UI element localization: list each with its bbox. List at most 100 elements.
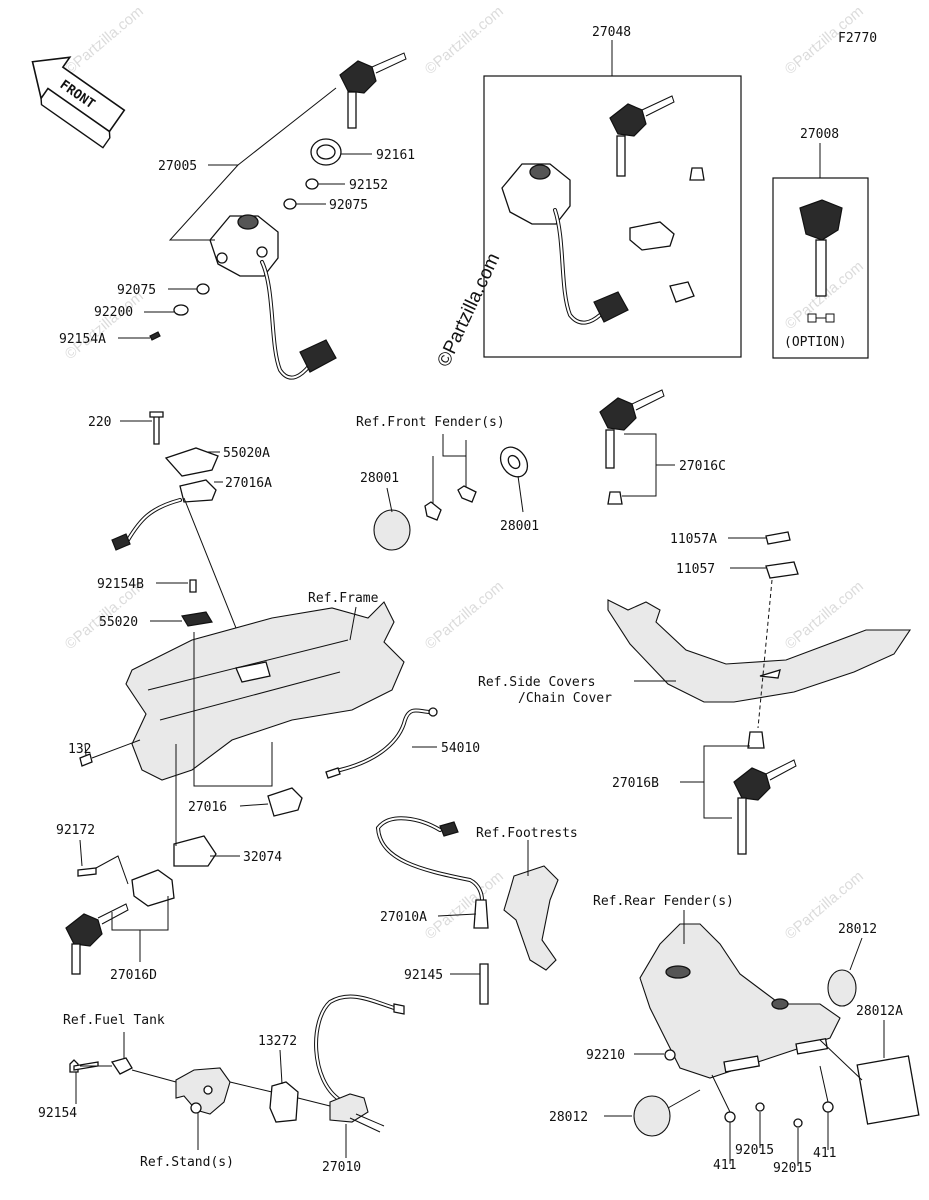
part-number-27016A: 27016A: [225, 476, 272, 491]
part-number-92200: 92200: [94, 305, 133, 320]
part-number-92172: 92172: [56, 823, 95, 838]
grommet-28012: [827, 969, 857, 1007]
leader-line: [193, 632, 273, 787]
watermark: ©Partzilla.com: [62, 3, 147, 78]
cable-54010: [325, 707, 438, 779]
part-number-27010: 27010: [322, 1160, 361, 1175]
key-icon: [807, 313, 835, 323]
watermark: ©Partzilla.com: [422, 3, 507, 78]
leader-line: [79, 839, 83, 867]
nut-92210: [664, 1049, 676, 1061]
part-number-92161: 92161: [376, 148, 415, 163]
part-number-28012: 28012: [549, 1110, 588, 1125]
part-number-27016: 27016: [188, 800, 227, 815]
part-number-32074: 32074: [243, 850, 282, 865]
leader-line: [849, 937, 863, 971]
leader-line: [757, 579, 773, 729]
part-number-28012A: 28012A: [856, 1004, 903, 1019]
bracket-11057A: [765, 531, 791, 545]
part-number-11057: 11057: [676, 562, 715, 577]
part-number-27016B: 27016B: [612, 776, 659, 791]
side-cover: [607, 599, 912, 703]
part-number-27048: 27048: [592, 25, 631, 40]
leader-line: [168, 164, 239, 241]
ignition-switch-assembly: [149, 52, 407, 380]
part-number-92075: 92075: [329, 198, 368, 213]
part-number-28001: 28001: [360, 471, 399, 486]
part-number-27005: 27005: [158, 159, 197, 174]
leader-line: [279, 1049, 283, 1085]
ref-side-covers: Ref.Side Covers: [478, 675, 595, 690]
part-number-92154B: 92154B: [97, 577, 144, 592]
leader-line: [442, 434, 467, 457]
side-stand-switch: [69, 994, 405, 1133]
ref-footrests: Ref.Footrests: [476, 826, 578, 841]
part-number-11057A: 11057A: [670, 532, 717, 547]
part-number-28012: 28012: [838, 922, 877, 937]
lock-set-27048: 27048 ©Partzilla.com: [433, 25, 742, 370]
ref-chain-cover: /Chain Cover: [518, 691, 612, 706]
leader-line: [667, 1089, 701, 1109]
part-number-13272: 13272: [258, 1034, 297, 1049]
bolt-132: [79, 753, 93, 767]
part-number-92015: 92015: [735, 1143, 774, 1158]
leader-line: [229, 1081, 273, 1093]
leader-line: [349, 606, 357, 641]
leader-line: [711, 1074, 731, 1113]
frame: [125, 601, 405, 781]
ref-rear-fender: Ref.Rear Fender(s): [593, 894, 734, 909]
part-number-54010: 54010: [441, 741, 480, 756]
grommet-28001: [373, 446, 529, 551]
part-number-92145: 92145: [404, 968, 443, 983]
leader-line: [622, 433, 657, 497]
part-number-92154: 92154: [38, 1106, 77, 1121]
leader-line: [819, 1039, 863, 1081]
part-number-92152: 92152: [349, 178, 388, 193]
part-number-411: 411: [713, 1158, 736, 1173]
diagram-code: F2770: [838, 31, 877, 46]
leader-line: [131, 1069, 177, 1083]
option-key-27008: 27008 (OPTION): [772, 127, 869, 359]
part-number-27010A: 27010A: [380, 910, 427, 925]
part-number-27016D: 27016D: [110, 968, 157, 983]
ref-frame: Ref.Frame: [308, 591, 379, 606]
copyright-text: ©Partzilla.com: [433, 250, 504, 370]
part-number-92075: 92075: [117, 283, 156, 298]
reflector-28012A: [856, 1055, 920, 1125]
bracket-11057: [765, 561, 799, 579]
option-label: (OPTION): [784, 335, 847, 350]
lock-27016D: [65, 835, 217, 975]
lock-27016C: [599, 389, 665, 505]
rear-fender: [639, 923, 841, 1079]
leader-line: [437, 913, 477, 917]
leader-line: [91, 739, 141, 759]
leader-line: [239, 803, 269, 807]
ref-front-fender: Ref.Front Fender(s): [356, 415, 505, 430]
part-number-411: 411: [813, 1146, 836, 1161]
grommet-28012: [633, 1095, 671, 1137]
leader-line: [819, 1065, 829, 1103]
watermark: ©Partzilla.com: [422, 578, 507, 653]
leader-line: [297, 1097, 331, 1107]
part-number-27008: 27008: [800, 127, 839, 142]
lock-27016B: [733, 731, 797, 855]
part-number-132: 132: [68, 742, 91, 757]
leader-line: [95, 855, 129, 885]
part-number-55020: 55020: [99, 615, 138, 630]
bolt-92154B: [189, 579, 197, 593]
ref-fuel-tank: Ref.Fuel Tank: [63, 1013, 165, 1028]
part-number-28001: 28001: [500, 519, 539, 534]
front-arrow-icon: FRONT: [31, 56, 126, 149]
footrest-bracket: [376, 816, 559, 1005]
seat-lock-assembly: [111, 411, 219, 551]
part-number-55020A: 55020A: [223, 446, 270, 461]
plate-55020: [181, 611, 213, 627]
part-number-27016C: 27016C: [679, 459, 726, 474]
leader-line: [84, 743, 87, 757]
part-number-220: 220: [88, 415, 111, 430]
part-number-92015: 92015: [773, 1161, 812, 1176]
ref-stand: Ref.Stand(s): [140, 1155, 234, 1170]
part-number-92210: 92210: [586, 1048, 625, 1063]
